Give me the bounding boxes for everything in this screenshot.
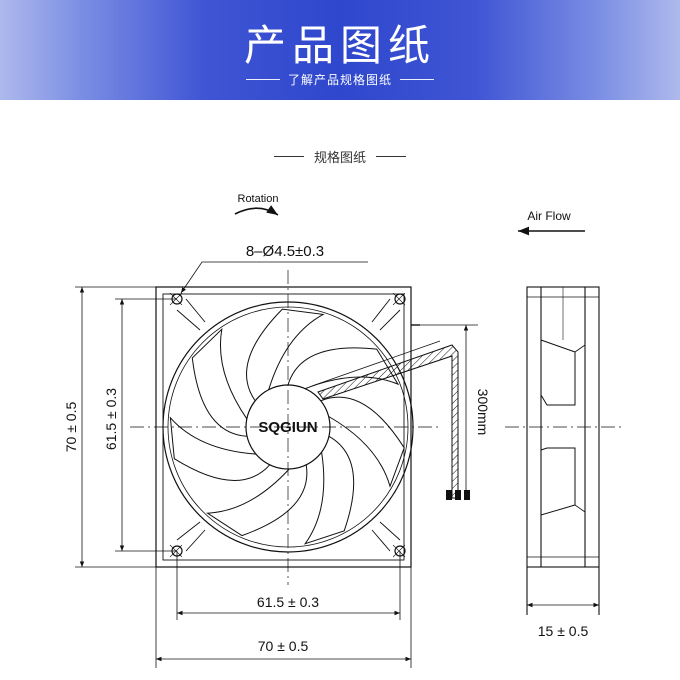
fan-blade xyxy=(246,308,325,402)
fan-blade xyxy=(205,464,308,537)
subtitle-right-rule xyxy=(400,78,434,80)
height-outer-label: 70 ± 0.5 xyxy=(63,402,79,453)
dimensions-front xyxy=(75,205,478,668)
fan-blade xyxy=(320,396,405,488)
fan-blade xyxy=(169,416,271,481)
section-right-rule xyxy=(376,155,406,157)
width-outer-label: 70 ± 0.5 xyxy=(258,638,309,654)
center-lines xyxy=(130,270,440,585)
height-hole-label: 61.5 ± 0.3 xyxy=(103,388,119,450)
fan-blade xyxy=(287,347,400,390)
page-subtitle: 了解产品规格图纸 xyxy=(0,70,680,88)
hole-spec-label: 8–Ø4.5±0.3 xyxy=(246,243,324,260)
fan-blade xyxy=(303,435,355,545)
subtitle-left-rule xyxy=(245,78,280,80)
width-hole-label: 61.5 ± 0.3 xyxy=(257,594,319,610)
section-left-rule xyxy=(273,155,304,157)
section-title: 规格图纸 xyxy=(313,150,366,166)
airflow-label: Air Flow xyxy=(527,209,571,223)
brand-label: SQGIUN xyxy=(258,419,317,436)
header-banner: 产品图纸 了解产品规格图纸 xyxy=(0,0,680,100)
page-title: 产品图纸 xyxy=(243,21,436,70)
rotation-label: Rotation xyxy=(238,193,279,205)
mounting-hole xyxy=(394,293,406,305)
cable-length-label: 300mm xyxy=(475,389,491,436)
subtitle-text: 了解产品规格图纸 xyxy=(287,72,392,87)
fan-blades xyxy=(169,308,405,545)
section-heading: 规格图纸 xyxy=(0,146,680,166)
front-view xyxy=(130,270,470,585)
thickness-label: 15 ± 0.5 xyxy=(538,623,589,639)
fan-blade xyxy=(191,327,248,437)
side-view xyxy=(505,226,622,615)
